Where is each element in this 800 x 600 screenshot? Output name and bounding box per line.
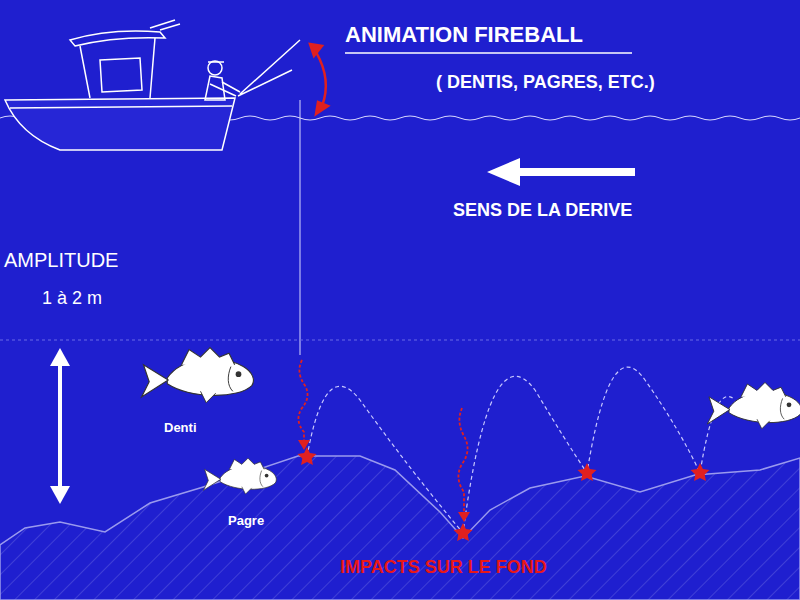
fall-arrow xyxy=(298,360,467,514)
fishing-line xyxy=(300,100,301,355)
amplitude-line xyxy=(0,340,800,341)
amplitude-arrow xyxy=(50,348,70,504)
title-underline xyxy=(345,52,632,54)
rod-motion-arrow xyxy=(310,44,328,114)
pagre-fish xyxy=(203,458,276,494)
lure-trajectory xyxy=(307,367,735,533)
boat xyxy=(5,20,300,150)
diagram-title: ANIMATION FIREBALL xyxy=(345,22,583,47)
subtitle: ( DENTIS, PAGRES, ETC.) xyxy=(436,72,655,93)
fish-label: Denti xyxy=(164,421,197,436)
amplitude-value: 1 à 2 m xyxy=(42,288,102,309)
seabed xyxy=(0,456,800,600)
fish xyxy=(707,382,800,428)
fish-label: Pagre xyxy=(228,514,264,529)
fall-arrowhead xyxy=(298,440,470,522)
drift-label: SENS DE LA DERIVE xyxy=(453,200,632,221)
amplitude-label: AMPLITUDE xyxy=(4,249,118,272)
impacts-label: IMPACTS SUR LE FOND xyxy=(340,557,547,578)
impact-star xyxy=(298,447,710,541)
drift-arrow xyxy=(487,158,635,186)
denti-fish xyxy=(142,348,254,403)
